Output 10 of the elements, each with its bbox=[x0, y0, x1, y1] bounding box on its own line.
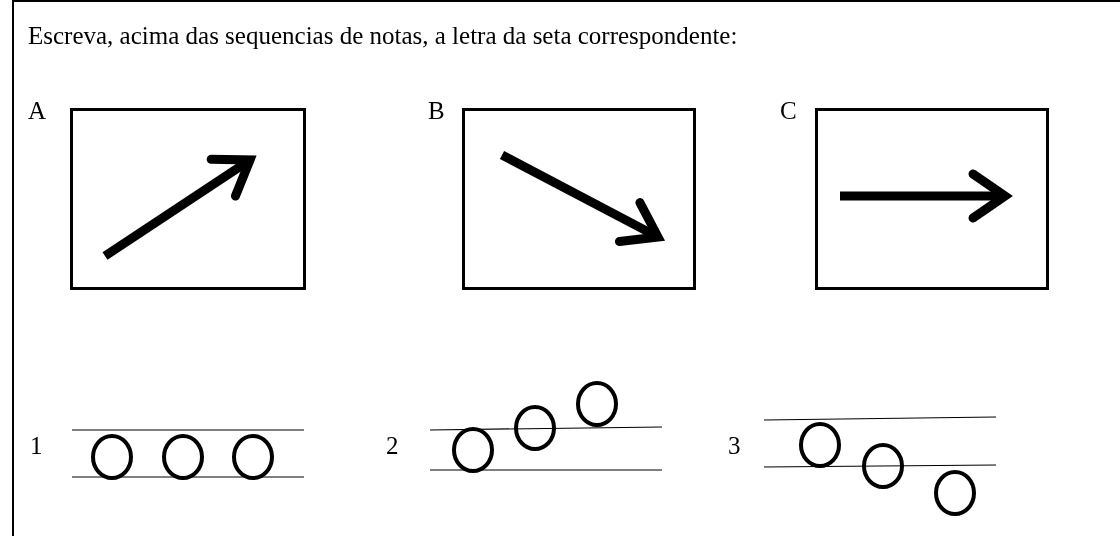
arrow-card-drawing bbox=[70, 108, 306, 290]
arrow-card-drawing bbox=[462, 108, 696, 290]
arrow-card-drawing bbox=[815, 108, 1049, 290]
instruction-text: Escreva, acima das sequencias de notas, a letra da seta correspondente: bbox=[28, 22, 738, 50]
option-letter: B bbox=[428, 98, 445, 123]
sequence-number: 1 bbox=[30, 433, 43, 458]
sequence-number: 3 bbox=[728, 433, 741, 458]
option-letter: C bbox=[780, 98, 797, 123]
sequence-number: 2 bbox=[386, 433, 399, 458]
option-letter: A bbox=[28, 98, 47, 123]
